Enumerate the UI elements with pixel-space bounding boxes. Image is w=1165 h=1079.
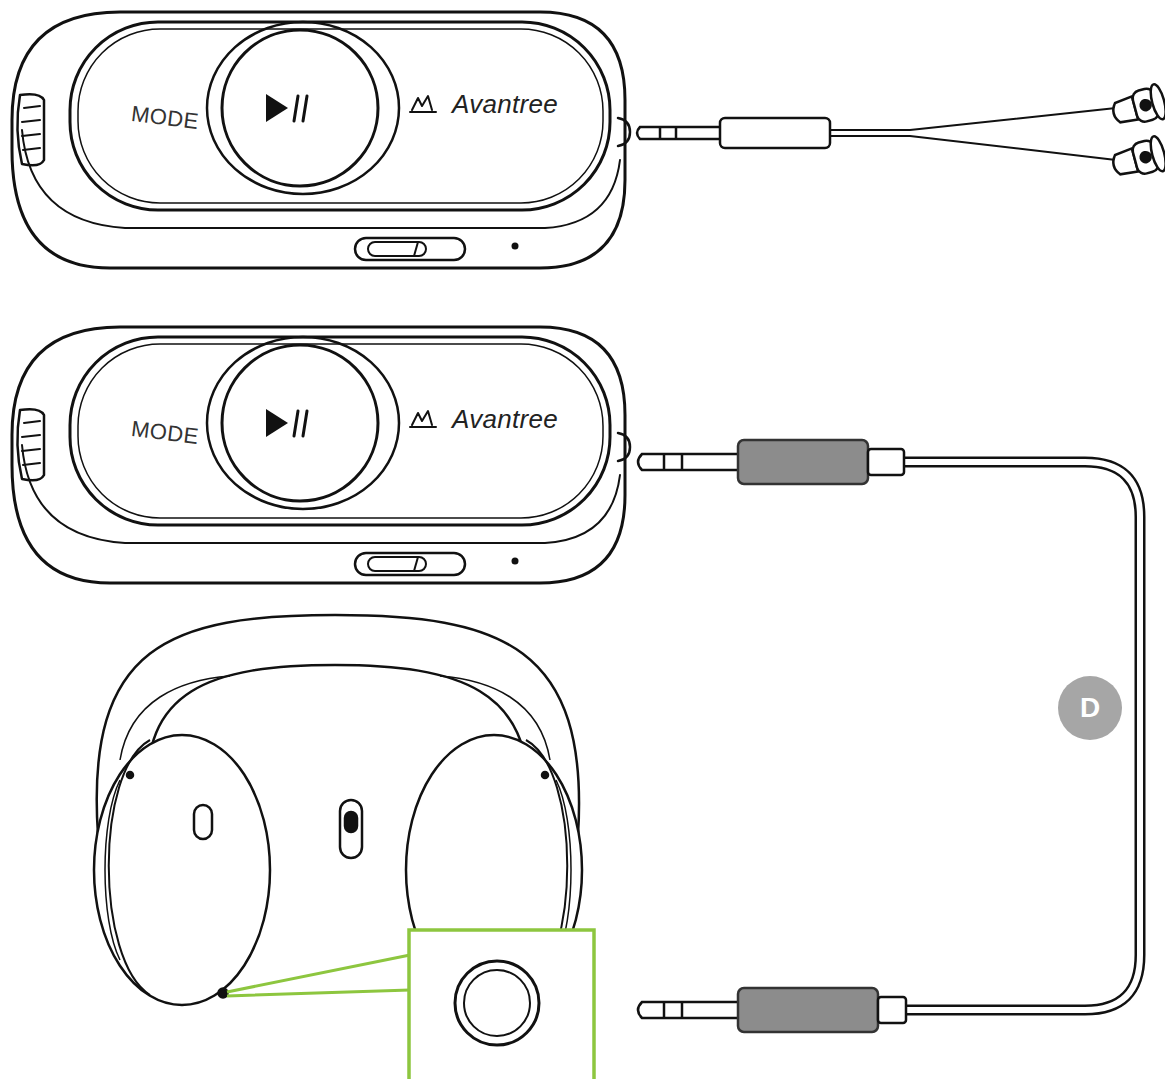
brand-name: Avantree (452, 406, 558, 432)
jack-callout (227, 930, 594, 1079)
callout-badge (1058, 676, 1122, 740)
earphones (637, 83, 1165, 183)
receiver-device (12, 12, 630, 268)
brand-name: Avantree (452, 91, 558, 117)
callout-letter: D (1080, 694, 1100, 722)
receiver-device (12, 327, 630, 583)
audio-cable (638, 440, 1140, 1032)
